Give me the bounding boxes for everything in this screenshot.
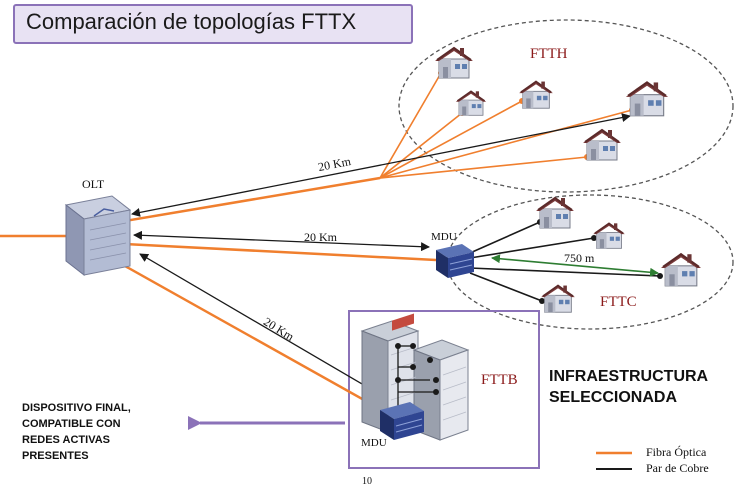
fttc-drop-distance-label: 750 m — [564, 251, 595, 265]
fttc-house-4 — [540, 283, 576, 314]
fttc-zone-label: FTTC — [600, 294, 637, 310]
ftth-house-4 — [624, 80, 670, 117]
fttb-zone-label: FTTB — [481, 372, 518, 388]
device-callout-line2: COMPATIBLE CON — [22, 418, 121, 430]
fttb-building — [360, 313, 470, 441]
page-title: Comparación de topologías FTTX — [26, 9, 357, 34]
device-callout-line3: REDES ACTIVAS — [22, 434, 111, 446]
olt-label: OLT — [82, 177, 105, 191]
ftth-house-3 — [518, 79, 554, 110]
fttc-trunk-fiber — [124, 242, 437, 262]
legend-fiber-label: Fibra Óptica — [646, 445, 707, 459]
infra-callout-line1: INFRAESTRUCTURA — [549, 368, 709, 385]
fttb-distance-arrow — [139, 253, 387, 399]
device-callout-line4: PRESENTES — [22, 450, 89, 462]
ftth-house-1 — [434, 46, 474, 79]
ftth-trunk-fiber — [124, 176, 381, 223]
ftth-drop-fibers — [379, 72, 633, 179]
mdu-fttc-label: MDU — [431, 231, 457, 243]
ftth-house-2 — [455, 89, 487, 117]
fttc-house-1 — [535, 196, 575, 229]
device-callout-line1: DISPOSITIVO FINAL, — [22, 402, 131, 414]
page-number: 10 — [362, 476, 372, 487]
fttc-house-3 — [659, 252, 703, 287]
ftth-distance-arrow — [131, 113, 631, 217]
legend-copper-label: Par de Cobre — [646, 461, 709, 475]
mdu-fttc-device — [436, 244, 474, 278]
title-box — [13, 4, 413, 44]
fttc-750m-arrow — [491, 254, 659, 277]
infra-callout-line2: SELECCIONADA — [549, 389, 678, 406]
ftth-house-5 — [582, 128, 622, 161]
fttc-zone — [446, 194, 734, 330]
ftth-zone-label: FTTH — [530, 46, 568, 62]
fttc-distance-arrow — [133, 230, 430, 252]
mdu-fttb-device — [380, 402, 424, 440]
fttc-distance-label: 20 Km — [304, 230, 337, 244]
olt-device — [64, 195, 132, 277]
fttc-house-2 — [592, 221, 626, 250]
mdu-fttb-label: MDU — [361, 437, 387, 449]
